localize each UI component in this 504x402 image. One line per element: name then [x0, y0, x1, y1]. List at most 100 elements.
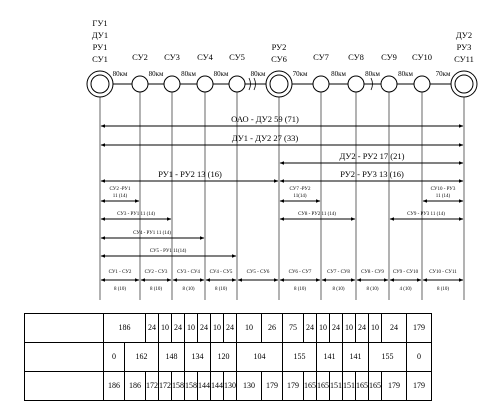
table-cell: 165 — [368, 371, 382, 401]
table-cell: 144 — [210, 371, 224, 401]
span-distance: 70км — [436, 70, 451, 78]
hop-value: 4 (10) — [399, 287, 411, 292]
span-distance: 80км — [149, 70, 164, 78]
small-section-label: СУ7 -РУ2 — [290, 187, 311, 192]
station-node — [413, 75, 431, 93]
hop-label: СУ7 - СУ8 — [327, 270, 350, 275]
table-cell-blank — [24, 371, 104, 401]
hop-value: 8 (10) — [215, 287, 227, 292]
table-cell: 130 — [223, 371, 237, 401]
station-label: СУ7 — [313, 52, 329, 62]
table-cell: 158 — [171, 371, 185, 401]
section-label: ОАО - ДУ2 59 (71) — [231, 114, 299, 124]
table-cell: 24 — [381, 313, 407, 343]
table-cell: 24 — [303, 313, 317, 343]
table-cell: 0 — [103, 342, 125, 372]
station-node — [163, 75, 181, 93]
station-label: СУ1 — [92, 54, 108, 64]
span-distance: 80км — [365, 70, 380, 78]
station-label: ДУ1 — [92, 30, 108, 40]
station-inner-ring — [269, 74, 289, 94]
table-cell: 10 — [368, 313, 382, 343]
small-section-label: 11(14) — [293, 194, 306, 199]
small-section-label: СУ4 - РУ1 11 (14) — [133, 231, 171, 236]
hop-label: СУ2 - СУ3 — [145, 270, 168, 275]
station-node — [228, 75, 246, 93]
hop-value: 8 (10) — [182, 287, 194, 292]
span-distance: 80км — [398, 70, 413, 78]
table-cell: 104 — [236, 342, 283, 372]
table-cell: 10 — [342, 313, 356, 343]
table-cell: 179 — [381, 371, 407, 401]
station-label: СУ5 — [229, 52, 245, 62]
hop-label: СУ5 - СУ6 — [247, 270, 270, 275]
station-node — [312, 75, 330, 93]
station-label: СУ4 — [197, 52, 214, 62]
table-cell: 186 — [124, 371, 146, 401]
hop-label: СУ8 - СУ9 — [361, 270, 384, 275]
station-label: РУ3 — [457, 42, 472, 52]
hop-label: СУ10 - СУ11 — [429, 270, 457, 275]
table-cell: 24 — [355, 313, 369, 343]
table-cell: 26 — [261, 313, 283, 343]
table-cell: 10 — [158, 313, 172, 343]
section-label: РУ1 - РУ2 13 (16) — [158, 169, 222, 179]
table-cell: 148 — [158, 342, 185, 372]
station-label: РУ2 — [272, 42, 287, 52]
table-cell: 0 — [406, 342, 432, 372]
small-section-label: СУ9 - РУ3 11 (14) — [407, 212, 445, 217]
small-section-label: СУ5 - РУ1 11(14) — [150, 249, 187, 254]
table-cell: 141 — [342, 342, 369, 372]
hop-label: СУ1 - СУ2 — [109, 270, 132, 275]
table-cell: 172 — [158, 371, 172, 401]
table-cell: 155 — [282, 342, 317, 372]
table-cell: 141 — [316, 342, 343, 372]
table-cell: 179 — [406, 371, 432, 401]
table-cell: 179 — [406, 313, 432, 343]
small-section-label: СУ2 -РУ1 — [110, 187, 131, 192]
table-cell: 24 — [223, 313, 237, 343]
station-label: СУ6 — [271, 54, 287, 64]
span-distance: 70км — [293, 70, 308, 78]
station-inner-ring — [90, 74, 110, 94]
section-label: ДУ2 - РУ2 17 (21) — [340, 151, 405, 161]
hop-value: 8 (10) — [150, 287, 162, 292]
table-cell: 165 — [355, 371, 369, 401]
table-cell: 162 — [124, 342, 159, 372]
station-label: СУ9 — [381, 52, 397, 62]
station-label: ДУ2 — [456, 30, 472, 40]
table-cell: 172 — [145, 371, 159, 401]
station-label: ГУ1 — [92, 18, 107, 28]
station-inner-ring — [454, 74, 474, 94]
small-section-label: СУ10 - РУ3 — [431, 187, 456, 192]
station-node — [347, 75, 365, 93]
table-cell: 24 — [329, 313, 343, 343]
small-section-label: СУ3 - РУ1 11 (14) — [117, 212, 155, 217]
hop-label: СУ3 - СУ4 — [177, 270, 200, 275]
table-cell: 155 — [368, 342, 407, 372]
station-label: СУ10 — [412, 52, 432, 62]
section-label: ДУ1 - ДУ2 27 (33) — [232, 133, 299, 143]
table-cell: 134 — [184, 342, 211, 372]
hop-value: 8 (10) — [294, 287, 306, 292]
table-cell: 179 — [261, 371, 283, 401]
table-cell: 10 — [184, 313, 198, 343]
hop-label: СУ9 - СУ10 — [393, 270, 419, 275]
station-node — [131, 75, 149, 93]
span-distance: 80км — [113, 70, 128, 78]
table-cell: 10 — [210, 313, 224, 343]
table-cell-blank — [24, 313, 104, 343]
table-cell: 10 — [316, 313, 330, 343]
small-section-label: 11 (14) — [436, 194, 451, 199]
table-cell-blank — [24, 342, 104, 372]
hop-label: СУ4 - СУ5 — [210, 270, 233, 275]
table-cell: 179 — [282, 371, 304, 401]
station-node — [196, 75, 214, 93]
hop-label: СУ6 - СУ7 — [289, 270, 312, 275]
break-mark — [248, 77, 256, 91]
hop-value: 8 (10) — [437, 287, 449, 292]
